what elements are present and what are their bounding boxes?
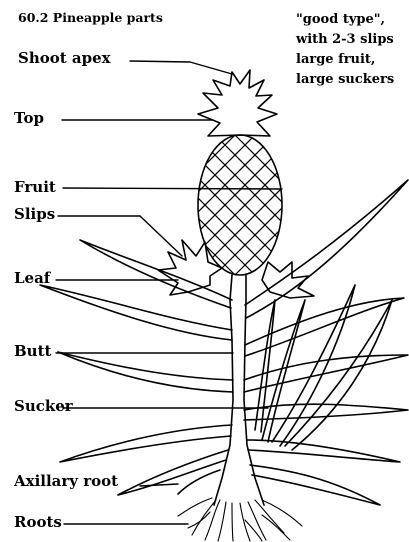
- leaf-left-2: [40, 285, 232, 340]
- leaf-right-2: [245, 298, 404, 356]
- label-axillary-root: Axillary root: [14, 472, 118, 490]
- note-line-4: large suckers: [296, 70, 394, 90]
- fruit-crosshatch: [170, 70, 300, 340]
- label-leaf: Leaf: [14, 269, 50, 287]
- note-line-1: "good type",: [296, 10, 394, 30]
- label-slips: Slips: [14, 205, 55, 223]
- leaf-right-6: [250, 465, 380, 505]
- leader-lines: [56, 61, 282, 524]
- label-roots: Roots: [14, 513, 62, 531]
- leaf-left-3: [58, 352, 233, 392]
- label-shoot-apex: Shoot apex: [18, 49, 111, 67]
- good-type-note: "good type", with 2-3 slips large fruit,…: [296, 10, 394, 90]
- label-fruit: Fruit: [14, 178, 56, 196]
- label-sucker: Sucker: [14, 397, 73, 415]
- label-butt: Butt: [14, 342, 51, 360]
- label-top: Top: [14, 109, 44, 127]
- diagram-title: 60.2 Pineapple parts: [18, 10, 163, 25]
- roots: [178, 498, 302, 541]
- crown-top: [198, 70, 277, 136]
- note-line-2: with 2-3 slips: [296, 30, 394, 50]
- fruit-body: [198, 135, 282, 275]
- leaf-right-5: [247, 440, 400, 462]
- sucker-leaf-4: [255, 300, 275, 432]
- leaf-left-1: [80, 240, 232, 308]
- note-line-3: large fruit,: [296, 50, 394, 70]
- slip-left: [158, 240, 222, 295]
